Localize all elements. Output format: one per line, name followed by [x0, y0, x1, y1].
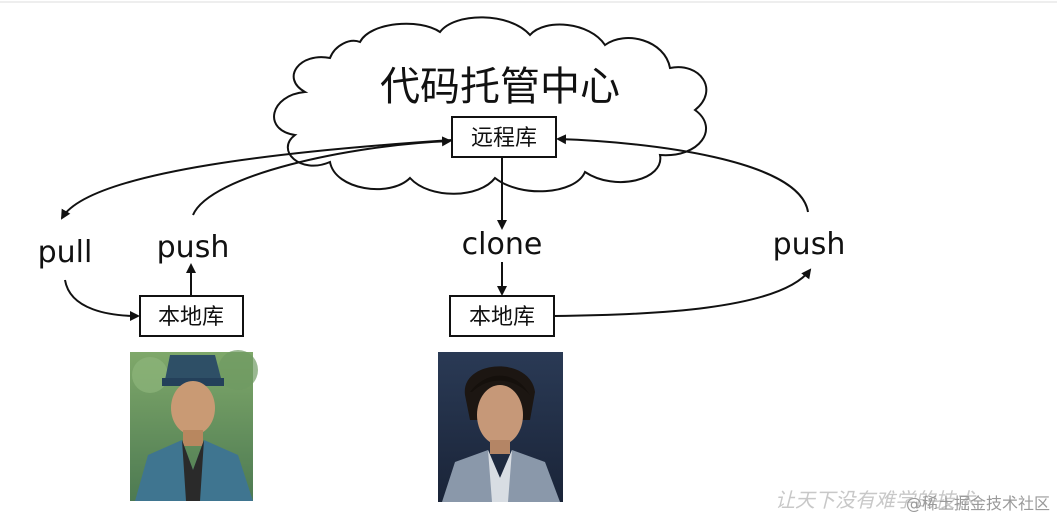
cloud-shape — [273, 16, 708, 195]
clone-label: clone — [462, 227, 543, 262]
push-right-label: push — [773, 227, 846, 262]
remote-repo[interactable]: 远程库 — [451, 116, 557, 158]
local-repo-left-label: 本地库 — [158, 305, 224, 330]
watermark-text: @稀土掘金技术社区 — [906, 494, 1050, 513]
remote-repo-label: 远程库 — [471, 126, 537, 151]
pull-label: pull — [38, 235, 93, 270]
pull-arrow-bottom — [64, 279, 140, 321]
push-left-label: push — [157, 230, 230, 265]
local-repo-right[interactable]: 本地库 — [449, 295, 555, 337]
developer-portrait-right — [438, 352, 563, 502]
push-right-arrow-top — [556, 134, 809, 213]
cloud-title: 代码托管中心 — [380, 64, 620, 110]
push-left-arrow-top — [192, 136, 452, 216]
watermark-script: 让天下没有难学的技术 — [775, 488, 977, 512]
pull-arrow-top — [60, 139, 453, 220]
push-right-arrow-bottom — [553, 268, 812, 317]
local-repo-left[interactable]: 本地库 — [139, 295, 244, 337]
local-repo-right-label: 本地库 — [469, 305, 535, 330]
developer-portrait-left — [130, 350, 258, 501]
